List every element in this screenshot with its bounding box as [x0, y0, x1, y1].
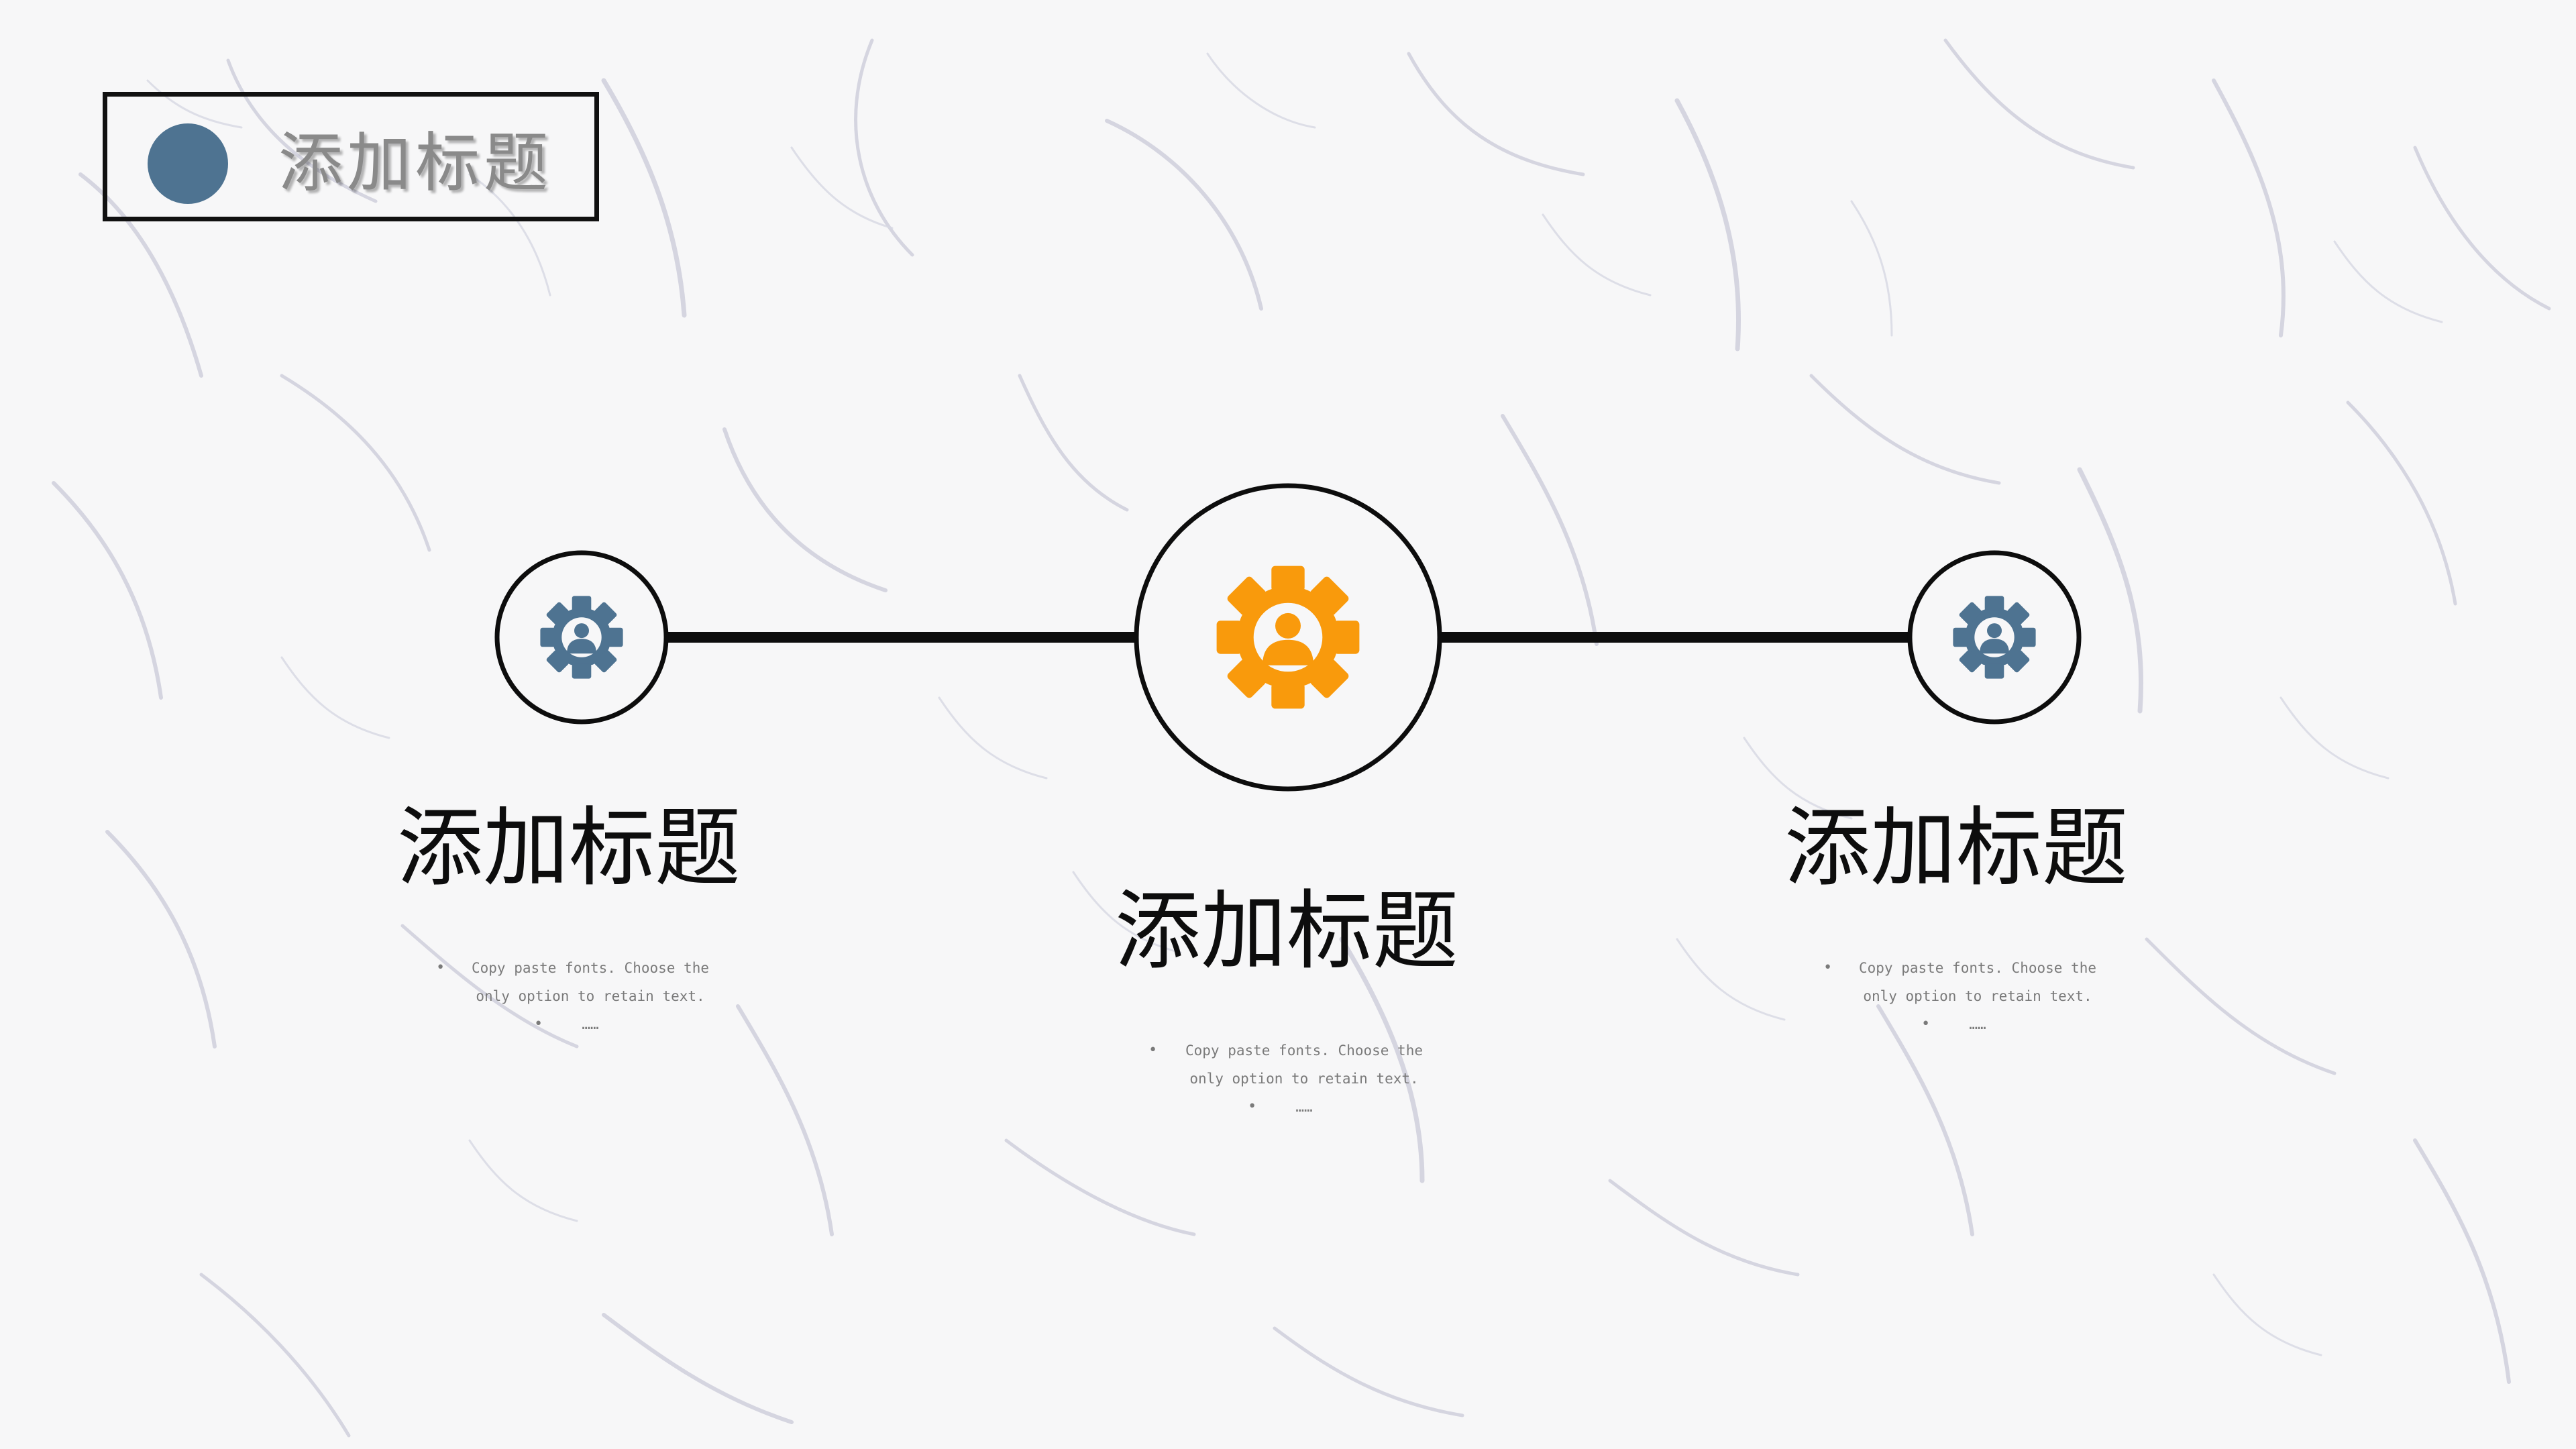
header-title-box: 添加标题	[103, 92, 599, 221]
desc-line-2: only option to retain text.	[1189, 1071, 1419, 1087]
item-title-right: 添加标题	[1784, 798, 2128, 898]
item-title-left: 添加标题	[396, 798, 741, 898]
desc-line-1: • Copy paste fonts. Choose the	[1130, 1036, 1479, 1065]
header-title: 添加标题	[278, 125, 552, 201]
item-title-center: 添加标题	[1114, 881, 1458, 981]
item-description-left: • Copy paste fonts. Choose the only opti…	[416, 954, 765, 1038]
desc-line-1: • Copy paste fonts. Choose the	[1803, 954, 2152, 982]
bullet-icon: •	[436, 959, 445, 976]
bullet-icon: •	[1823, 959, 1833, 976]
bullet-icon: •	[1248, 1098, 1257, 1115]
desc-line-3: • ……	[1803, 1010, 2152, 1038]
desc-line-3: • ……	[416, 1010, 765, 1038]
item-description-right: • Copy paste fonts. Choose the only opti…	[1803, 954, 2152, 1038]
gear-person-icon	[1216, 566, 1360, 709]
bullet-icon: •	[534, 1016, 543, 1032]
desc-line-3: • ……	[1130, 1093, 1479, 1121]
desc-line-2: only option to retain text.	[476, 988, 705, 1004]
header-dot-icon	[148, 123, 228, 204]
desc-line-2: only option to retain text.	[1863, 988, 2092, 1004]
bullet-icon: •	[1148, 1042, 1158, 1059]
gear-person-icon	[1953, 596, 2036, 679]
item-description-center: • Copy paste fonts. Choose the only opti…	[1130, 1036, 1479, 1121]
bullet-icon: •	[1921, 1016, 1931, 1032]
gear-person-icon	[540, 596, 623, 679]
desc-line-1: • Copy paste fonts. Choose the	[416, 954, 765, 982]
